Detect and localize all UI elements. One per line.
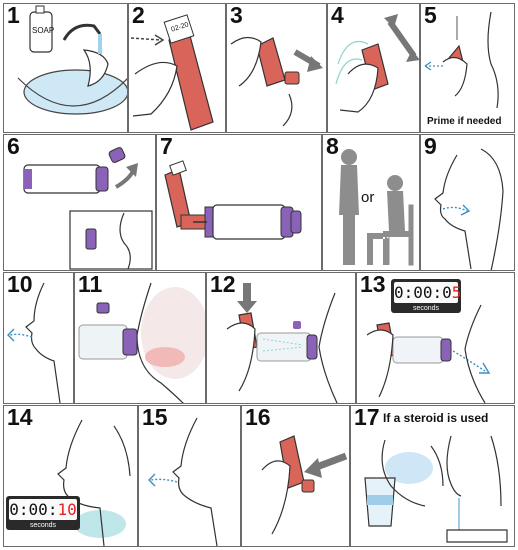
step-8-panel: or 8	[322, 134, 420, 271]
step-number: 17	[354, 405, 380, 430]
step-number: 1	[7, 3, 20, 28]
shake-inhaler-illustration	[335, 14, 419, 113]
step-13-panel: 0:00:05 seconds 13	[356, 272, 515, 404]
timer-unit: seconds	[29, 522, 57, 529]
replace-cap-illustration	[261, 435, 348, 535]
exhale-illustration	[7, 282, 61, 403]
step-number: 10	[7, 272, 33, 297]
attach-spacer-illustration	[164, 160, 302, 240]
prime-caption: Prime if needed	[427, 116, 502, 127]
or-label: or	[361, 189, 375, 206]
spacer-cap-illustration	[23, 147, 153, 270]
step-9-panel: 9	[420, 134, 515, 271]
step-number: 15	[142, 405, 168, 430]
step-1-panel: SOAP 1	[3, 3, 128, 133]
step-6-panel: 6	[3, 134, 156, 271]
remove-cap-illustration	[230, 36, 323, 127]
steroid-caption: If a steroid is used	[383, 411, 489, 425]
stand-or-sit-illustration	[339, 149, 414, 266]
timer-highlight: 5	[451, 283, 462, 302]
wash-hands-illustration	[17, 5, 127, 115]
step-number: 14	[7, 405, 33, 430]
step-number: 8	[326, 134, 339, 159]
mouthpiece-illustration	[78, 282, 205, 403]
prime-inhaler-illustration	[424, 11, 499, 109]
step-2-panel: 02-20 2	[128, 3, 226, 133]
step-number: 7	[160, 134, 173, 159]
hold-breath-illustration	[57, 419, 131, 546]
step-number: 6	[7, 134, 20, 159]
rinse-mouth-illustration	[364, 435, 508, 543]
timer-14: 0:00:10 seconds	[6, 496, 80, 530]
step-number: 9	[424, 134, 437, 159]
step-10-panel: 10	[3, 272, 74, 404]
step-number: 12	[210, 272, 236, 297]
timer-digits: 0:00:	[9, 500, 58, 519]
breathe-out-illustration	[434, 148, 504, 270]
step-number: 11	[78, 272, 103, 297]
step-12-panel: 12	[206, 272, 356, 404]
step-3-panel: 3	[226, 3, 327, 133]
timer-highlight: 10	[57, 500, 77, 519]
step-11-panel: 11	[74, 272, 206, 404]
timer-digits: 0:00:0	[394, 283, 452, 302]
step-4-panel: 4	[327, 3, 420, 133]
step-number: 3	[230, 3, 243, 28]
step-14-panel: 0:00:10 seconds 14	[3, 405, 138, 547]
step-number: 2	[132, 3, 145, 28]
timer-unit: seconds	[412, 305, 440, 312]
breathe-out-slowly-illustration	[148, 417, 218, 546]
step-5-panel: Prime if needed 5	[420, 3, 515, 133]
step-number: 4	[331, 3, 344, 28]
timer-display: 0:00:05	[394, 282, 461, 303]
check-inhaler-illustration	[130, 14, 214, 131]
soap-label: SOAP	[32, 26, 55, 35]
step-number: 13	[360, 272, 386, 297]
step-15-panel: 15	[138, 405, 241, 547]
step-number: 5	[424, 3, 437, 28]
step-number: 16	[245, 405, 271, 430]
step-16-panel: 16	[241, 405, 350, 547]
step-17-panel: If a steroid is used 17	[350, 405, 515, 547]
timer-display: 0:00:10	[9, 499, 77, 520]
timer-13: 0:00:05 seconds	[391, 279, 461, 313]
press-inhaler-illustration	[226, 283, 338, 403]
step-7-panel: 7	[156, 134, 322, 271]
inhale-slowly-illustration	[366, 304, 491, 403]
